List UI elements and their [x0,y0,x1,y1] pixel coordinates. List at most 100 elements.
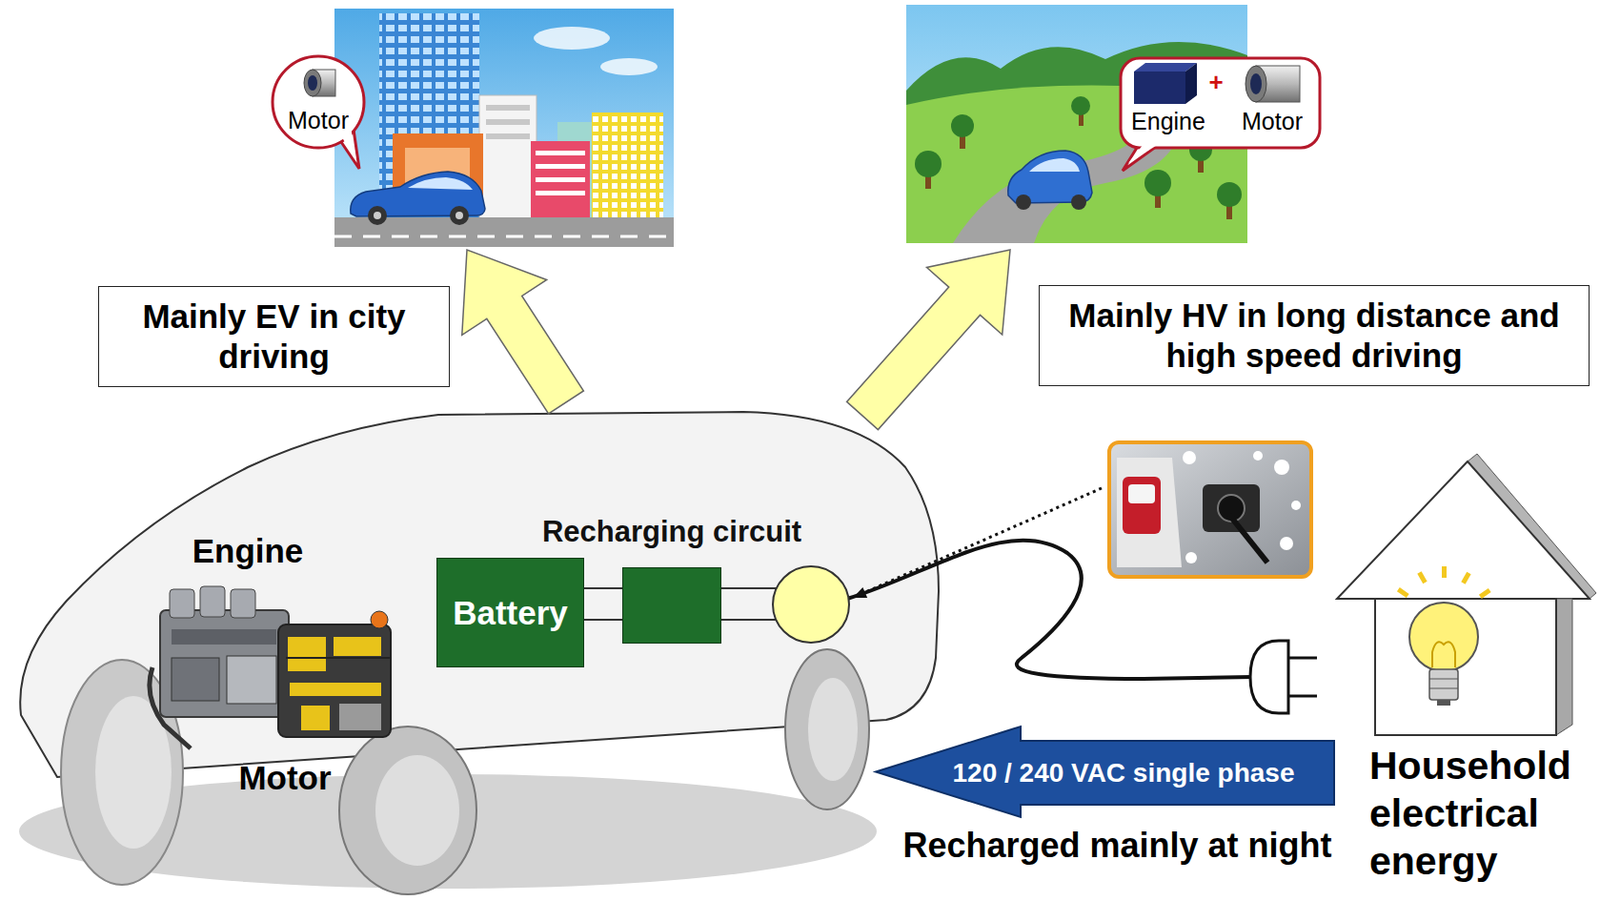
highway-scene [1071,194,1087,210]
charge-port-photo [1109,442,1312,577]
city-scene [486,119,530,125]
motor-icon [303,69,322,97]
light-bulb [1460,571,1471,585]
yellow-arrow [847,249,1011,430]
city-scene [535,163,586,169]
engine-motor-unit [200,586,225,617]
city-scene [486,133,530,140]
house [1336,453,1597,735]
house [1336,461,1590,599]
highway-scene [1029,158,1080,172]
charge-port-photo [1122,476,1161,534]
photo-pointer [852,487,1102,598]
car-outline [375,754,460,866]
engine-motor-unit [149,667,191,749]
light-bulb [1409,602,1479,671]
light-bulb [1441,566,1447,578]
photo-pointer [863,487,1102,593]
plug [1250,640,1317,713]
charge-port-photo [1116,457,1182,568]
note-label: Household electrical energy [1369,741,1595,885]
motor-icon [1250,73,1262,95]
callout-bubble: Motor [270,54,366,150]
engine-motor-unit [278,624,391,737]
text-box: Mainly EV in city driving [98,285,450,387]
car-outline [19,411,939,894]
light-bulb [1397,587,1410,598]
engine-motor-unit [169,588,195,618]
charge-port [721,618,780,621]
city-scene [334,8,674,247]
engine-motor-unit [226,655,277,704]
city-scene [535,190,586,196]
highway-scene [1144,169,1172,197]
light-bulb [1437,699,1451,706]
highway-scene [906,85,1248,244]
light-bulb [1397,566,1492,706]
highway-scene [1015,194,1032,210]
highway-scene [906,4,1248,244]
charge-port-photo [1291,500,1301,510]
circuit-heading: Recharging circuit [542,514,802,549]
light-bulb [1417,570,1427,584]
city-scene [407,177,473,190]
plug [1250,640,1289,713]
light-bulb [1429,678,1459,680]
highway-scene [1071,96,1091,116]
engine-motor-unit [333,636,382,656]
engine-motor-unit [285,656,391,659]
light-bulb [1478,587,1492,599]
city-scene [533,26,610,50]
callout-shape [270,54,366,150]
city-scene [600,58,658,76]
car-outline [808,677,858,781]
city-scene [455,211,464,220]
plug [1288,694,1317,698]
city-scene [535,150,586,156]
arrow-text: 120 / 240 VAC single phase [923,740,1324,805]
arrow-body [875,726,1335,817]
callout-text: + [1204,67,1228,98]
city-scene [334,235,674,239]
callout-text: Motor [1227,107,1317,136]
house [1556,598,1573,735]
engine-motor-unit [370,610,388,628]
text-holder: Mainly HV in long distance and high spee… [1051,295,1578,376]
city-scene [449,205,469,225]
part-label: Engine [181,531,315,570]
engine-motor-unit [289,682,382,696]
light-bulb [1429,688,1459,689]
engine-motor-unit [171,628,277,645]
charge-port-photo [1109,442,1312,577]
photo-pointer [852,587,868,598]
callout-text: Motor [270,106,366,135]
battery-label: Battery [452,592,568,633]
note-label: Recharged mainly at night [876,825,1358,865]
car-outline [785,648,870,810]
plug [1288,656,1317,660]
part-label: Motor [234,758,336,797]
charge-port-photo [1229,514,1268,563]
charge-port-photo [1202,484,1260,532]
box-text: Mainly HV in long distance and high spee… [1051,295,1578,376]
engine-motor-unit [149,586,391,749]
box-text: Mainly EV in city driving [110,296,438,377]
highway-scene [914,150,942,178]
engine-motor-unit [339,703,382,730]
city-scene [367,205,387,225]
energy-flow-arrow: 120 / 240 VAC single phase [875,726,1335,817]
light-bulb [1429,668,1459,700]
city-scene [591,112,664,220]
charge-port [847,540,1253,679]
car-outline [339,726,477,894]
city-scene [373,211,382,220]
engine-motor-unit [287,636,326,671]
city-scene [486,104,530,111]
text-box: Mainly HV in long distance and high spee… [1038,284,1590,386]
engine-icon [1134,71,1186,104]
battery-box: Battery [436,557,585,668]
charge-port-photo [1182,450,1196,465]
city-scene [530,141,590,220]
yellow-arrow [462,249,585,414]
